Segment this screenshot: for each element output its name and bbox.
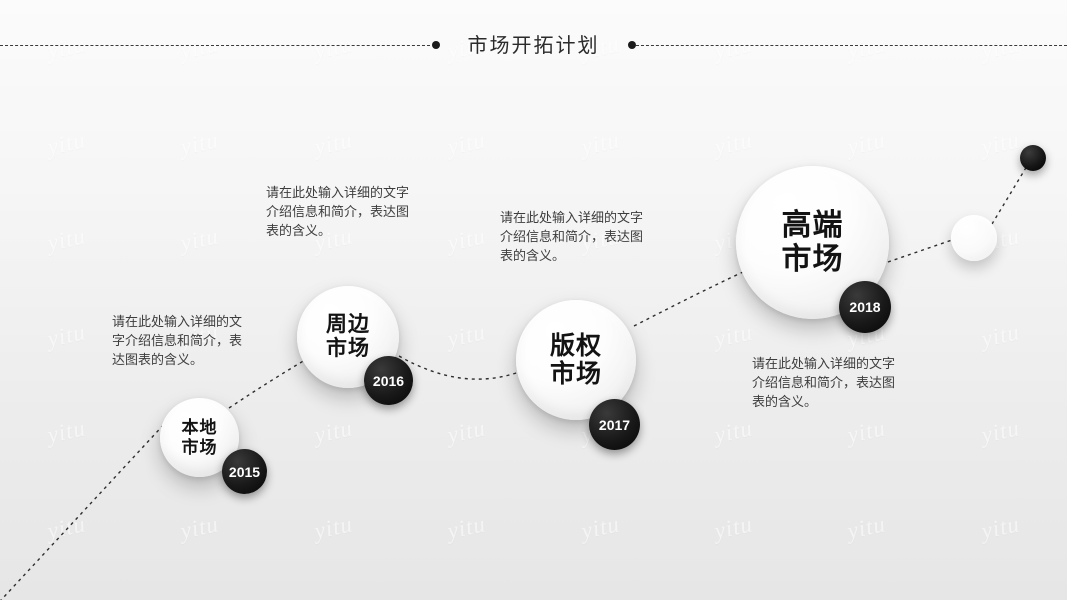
milestone-3-year-badge[interactable]: 2017 (589, 399, 640, 450)
connector-3-4 (633, 271, 744, 327)
milestone-3-bubble[interactable]: 版权 市场 (516, 300, 636, 420)
milestone-2-title: 周边 市场 (326, 313, 370, 360)
header-dot-right (628, 41, 636, 49)
connector-accent-dot (991, 165, 1028, 225)
connector-entry (0, 419, 169, 600)
header-rule-right (636, 45, 1067, 46)
milestone-2-caption: 请在此处输入详细的文字介绍信息和简介，表达图表的含义。 (266, 185, 410, 238)
milestone-1-title: 本地 市场 (181, 418, 218, 457)
milestone-3-caption: 请在此处输入详细的文字介绍信息和简介，表达图表的含义。 (500, 210, 644, 263)
milestone-1-caption: 请在此处输入详细的文字介绍信息和简介，表达图表的含义。 (112, 314, 243, 367)
slide-header: 市场开拓计划 (0, 0, 1067, 70)
connector-4-accent (887, 239, 953, 263)
connector-2-3 (398, 355, 520, 380)
milestone-4-title: 高端 市场 (781, 208, 844, 276)
header-dot-left (432, 41, 440, 49)
milestone-4-year-badge[interactable]: 2018 (839, 281, 891, 333)
black-accent-dot (1020, 145, 1046, 171)
white-accent-circle (951, 215, 997, 261)
page-title: 市场开拓计划 (467, 35, 600, 57)
header-rule-left (0, 45, 430, 46)
milestone-1-year-badge[interactable]: 2015 (222, 449, 267, 494)
milestone-4-caption: 请在此处输入详细的文字介绍信息和简介，表达图表的含义。 (752, 356, 896, 409)
milestone-3-title: 版权 市场 (549, 332, 602, 388)
milestone-2-year-badge[interactable]: 2016 (364, 356, 413, 405)
connector-1-2 (228, 359, 306, 409)
